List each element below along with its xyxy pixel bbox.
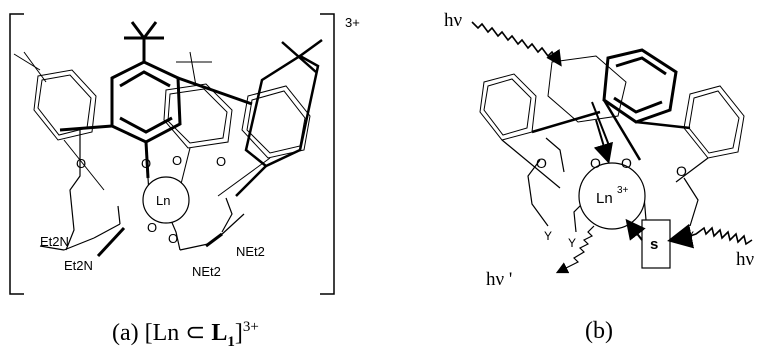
emission-arrow <box>555 225 595 274</box>
caption-a-prefix: (a) [Ln ⊂ <box>112 320 212 346</box>
caption-a-ligand: L <box>211 320 228 346</box>
light-out-label: hν ' <box>486 269 512 290</box>
caption-a-sub: 1 <box>227 333 235 350</box>
sensitizer-label: s <box>650 236 658 253</box>
oxygen-atom: O <box>676 163 687 179</box>
ln3-charge: 3+ <box>617 185 629 196</box>
ln-sphere <box>142 176 190 224</box>
amide-label: Et2N <box>64 258 93 273</box>
front-aryl-ring <box>59 21 253 179</box>
energy-arrow-to-metal <box>593 119 613 164</box>
caption-a: (a) [Ln ⊂ L1]3+ <box>112 318 259 351</box>
oxygen-atom: O <box>141 156 151 171</box>
ln3-label: Ln <box>596 190 613 207</box>
oxygen-atom: O <box>590 155 601 171</box>
y-group: Y <box>568 236 576 250</box>
light-in-right-arrow <box>689 226 753 246</box>
tilted-aryl-ring <box>235 38 323 197</box>
light-in-right-arrowhead <box>667 223 695 249</box>
ln-label: Ln <box>156 193 170 208</box>
caption-a-close: ] <box>234 320 243 346</box>
light-in-top-label: hν <box>444 10 463 31</box>
oxygen-atom: O <box>216 154 226 169</box>
y-group: Y <box>544 229 552 243</box>
oxygen-atom: O <box>172 153 182 168</box>
calix-rings-b <box>479 48 745 189</box>
amide-label: NEt2 <box>236 244 265 259</box>
left-bracket <box>9 13 24 295</box>
energy-transfer-arrow <box>625 218 646 241</box>
panel-a: 3+ <box>9 13 360 295</box>
light-in-right-label: hν <box>736 249 755 270</box>
oxygen-atom: O <box>76 156 86 171</box>
complex-charge-label: 3+ <box>345 15 360 30</box>
amide-label: Et2N <box>40 234 69 249</box>
oxygen-atom: O <box>621 155 632 171</box>
panel-b: hν Ln 3+ <box>444 10 755 290</box>
caption-b: (b) <box>585 318 613 344</box>
oxygen-atom: O <box>536 155 547 171</box>
sensitizer-box <box>641 219 671 269</box>
amide-label: NEt2 <box>192 264 221 279</box>
oxygen-atom: O <box>147 220 157 235</box>
oxygen-atom: O <box>168 231 178 246</box>
amide-bold-bonds <box>96 226 223 258</box>
light-in-top-arrow <box>471 21 562 67</box>
caption-a-charge: 3+ <box>242 319 259 335</box>
right-bracket <box>320 13 335 295</box>
